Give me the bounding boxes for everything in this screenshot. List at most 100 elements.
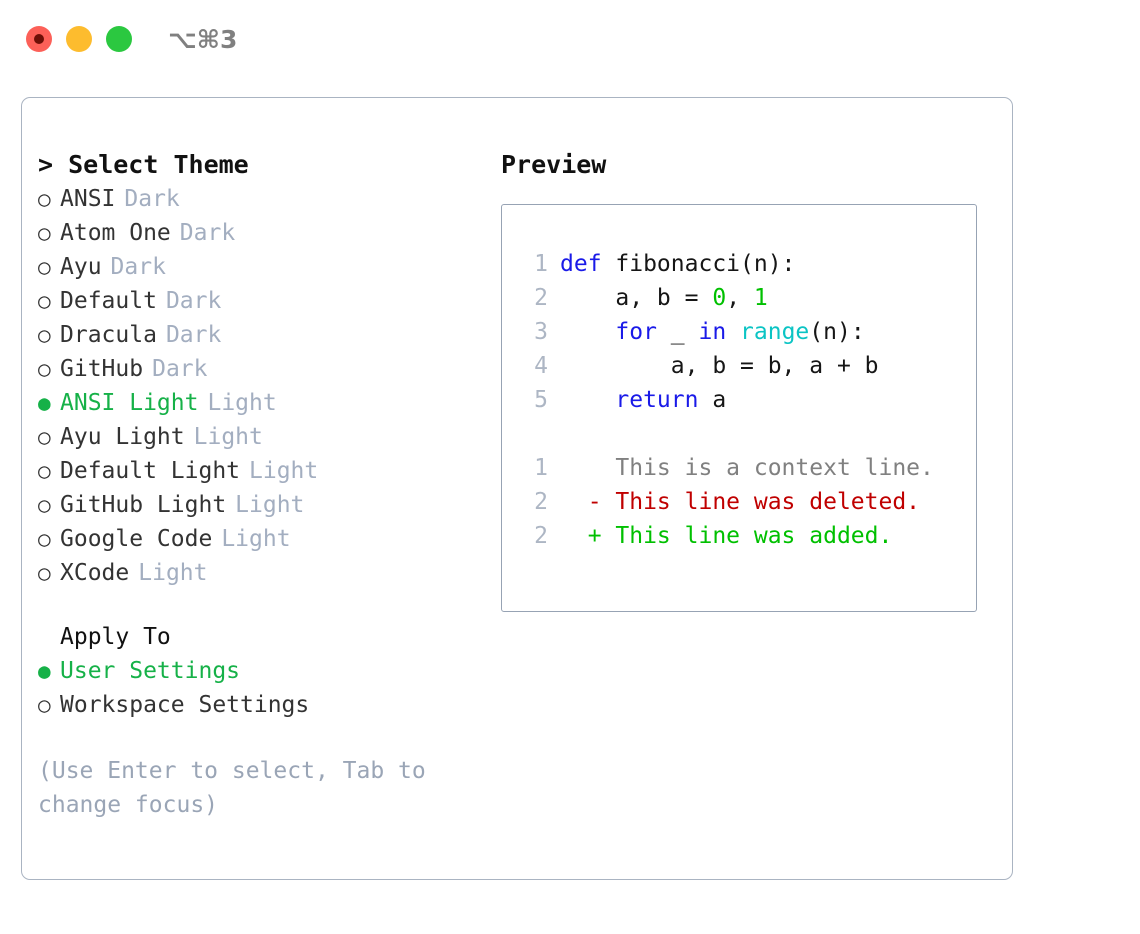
theme-variant-label: Light xyxy=(221,526,291,552)
theme-option-label: Ayu xyxy=(60,254,102,280)
theme-option-label: Default Light xyxy=(60,458,241,484)
radio-unselected-icon: ○ xyxy=(38,493,51,517)
code-line: 2 a, b = 0, 1 xyxy=(518,281,934,315)
code-token: a xyxy=(698,387,727,413)
diff-line-add: 2 + This line was added. xyxy=(518,519,934,553)
preview-title: Preview xyxy=(501,150,607,179)
line-number: 1 xyxy=(534,455,548,481)
code-token: fibonacci(n): xyxy=(615,251,796,277)
theme-variant-label: Dark xyxy=(110,254,166,280)
code-token: 1 xyxy=(753,285,768,311)
theme-option-label: ANSI xyxy=(60,186,116,212)
code-token: in xyxy=(698,319,727,345)
radio-unselected-icon: ○ xyxy=(38,693,51,717)
theme-variant-label: Light xyxy=(249,458,319,484)
diff-line-ctx: 1 This is a context line. xyxy=(518,451,934,485)
code-token: for xyxy=(615,319,657,345)
line-number: 5 xyxy=(534,387,548,413)
theme-option-label: GitHub Light xyxy=(60,492,227,518)
code-token xyxy=(560,319,615,345)
radio-unselected-icon: ○ xyxy=(38,357,51,381)
code-line-content: def fibonacci(n): xyxy=(560,247,795,281)
code-line: 5 return a xyxy=(518,383,934,417)
code-token: def xyxy=(560,251,616,277)
close-button-indicator xyxy=(34,34,44,44)
theme-option-github[interactable]: ○ GitHub Dark xyxy=(38,352,498,386)
radio-unselected-icon: ○ xyxy=(38,323,51,347)
minimize-button[interactable] xyxy=(66,26,92,52)
line-number: 1 xyxy=(534,251,548,277)
code-token: 0 xyxy=(712,285,727,311)
apply-to-option-user-settings[interactable]: ●User Settings xyxy=(38,654,498,688)
close-button[interactable] xyxy=(26,26,52,52)
theme-option-google-code[interactable]: ○ Google Code Light xyxy=(38,522,498,556)
apply-to-option-label: User Settings xyxy=(60,658,241,684)
diff-line-content: + This line was added. xyxy=(560,523,893,549)
code-line-content: return a xyxy=(560,383,726,417)
radio-unselected-icon: ○ xyxy=(38,289,51,313)
code-token: , xyxy=(726,285,754,311)
code-token: a, b = xyxy=(560,285,713,311)
apply-to-heading: Apply To xyxy=(60,624,171,650)
theme-option-label: Dracula xyxy=(60,322,157,348)
radio-unselected-icon: ○ xyxy=(38,221,51,245)
line-number: 2 xyxy=(534,523,548,549)
radio-unselected-icon: ○ xyxy=(38,425,51,449)
code-line-content: a, b = b, a + b xyxy=(560,349,879,383)
theme-variant-label: Light xyxy=(138,560,208,586)
keyboard-hint: (Use Enter to select, Tab to change focu… xyxy=(38,758,426,818)
theme-option-xcode[interactable]: ○ XCode Light xyxy=(38,556,498,590)
maximize-button[interactable] xyxy=(106,26,132,52)
code-line-content: a, b = 0, 1 xyxy=(560,281,768,315)
radio-unselected-icon: ○ xyxy=(38,527,51,551)
line-number: 2 xyxy=(534,285,548,311)
code-line: 4 a, b = b, a + b xyxy=(518,349,934,383)
theme-variant-label: Dark xyxy=(165,288,222,314)
theme-option-dracula[interactable]: ○ Dracula Dark xyxy=(38,318,498,352)
radio-unselected-icon: ○ xyxy=(38,561,51,585)
code-token: a, b = b, a + b xyxy=(560,353,879,379)
theme-option-default[interactable]: ○ Default Dark xyxy=(38,284,498,318)
theme-option-label: ANSI Light xyxy=(60,390,199,416)
diff-line-content: - This line was deleted. xyxy=(560,489,921,515)
theme-option-ayu[interactable]: ○ Ayu Dark xyxy=(38,250,498,284)
line-number: 3 xyxy=(534,319,548,345)
radio-selected-icon: ● xyxy=(38,391,51,415)
diff-line-del: 2 - This line was deleted. xyxy=(518,485,934,519)
apply-to-option-list[interactable]: ●User Settings○Workspace Settings xyxy=(38,654,498,722)
theme-variant-label: Dark xyxy=(165,322,222,348)
spacer xyxy=(38,590,498,620)
code-line-content: for _ in range(n): xyxy=(560,315,865,349)
theme-option-label: Google Code xyxy=(60,526,213,552)
code-line: 1 def fibonacci(n): xyxy=(518,247,934,281)
theme-option-label: Default xyxy=(60,288,157,314)
theme-option-github-light[interactable]: ○ GitHub Light Light xyxy=(38,488,498,522)
code-token xyxy=(726,319,740,345)
apply-to-option-workspace-settings[interactable]: ○Workspace Settings xyxy=(38,688,498,722)
theme-variant-label: Dark xyxy=(152,356,208,382)
code-token: range xyxy=(740,319,810,345)
theme-variant-label: Light xyxy=(235,492,305,518)
code-token: (n): xyxy=(809,319,865,345)
theme-option-ansi[interactable]: ○ ANSI Dark xyxy=(38,182,498,216)
theme-variant-label: Dark xyxy=(179,220,236,246)
theme-variant-label: Dark xyxy=(124,186,180,212)
theme-option-label: XCode xyxy=(60,560,130,586)
radio-unselected-icon: ○ xyxy=(38,255,51,279)
theme-option-label: GitHub xyxy=(60,356,144,382)
page-title: > Select Theme xyxy=(38,150,249,179)
code-token xyxy=(560,387,615,413)
code-line: 3 for _ in range(n): xyxy=(518,315,934,349)
radio-unselected-icon: ○ xyxy=(38,187,51,211)
line-number: 2 xyxy=(534,489,548,515)
code-token: _ xyxy=(656,319,699,345)
